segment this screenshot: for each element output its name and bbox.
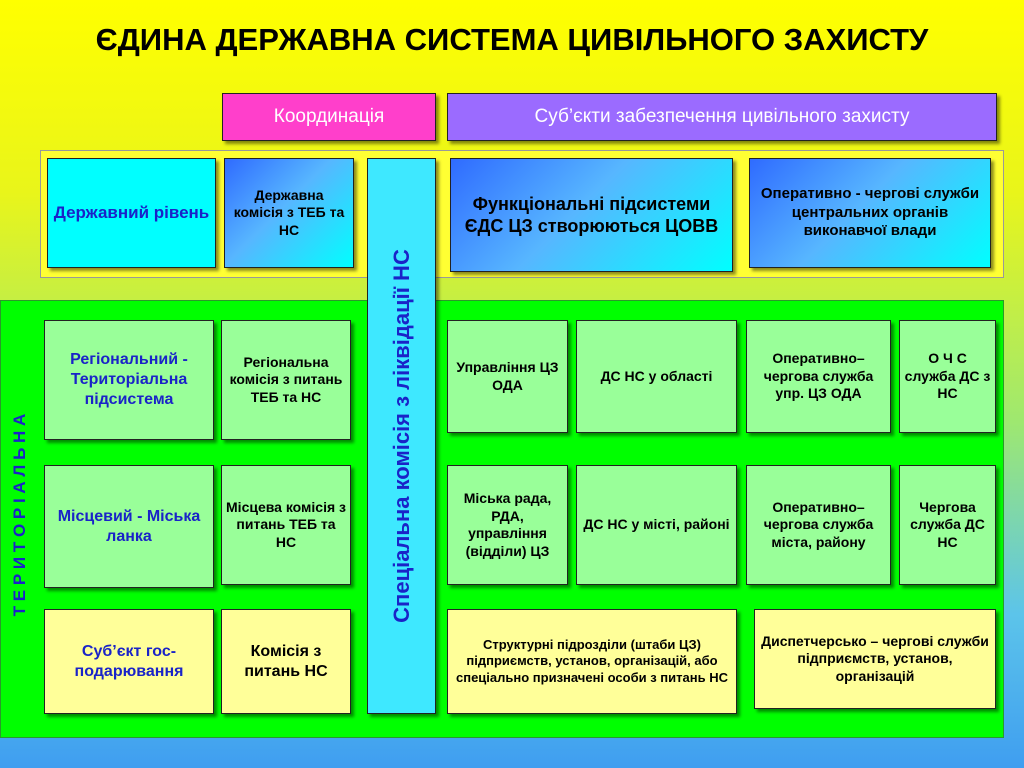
city-council-box: Міська рада, РДА, управління (відділи) Ц… <box>447 465 568 585</box>
regional-ds-box: ДС НС у області <box>576 320 737 433</box>
subjects-header: Суб’єкти забезпечення цивільного захисту <box>447 93 997 141</box>
regional-duty-box: Оперативно– чергова служба упр. ЦЗ ОДА <box>746 320 891 433</box>
functional-subsystems-box: Функціональні підсистеми ЄДС ЦЗ створюют… <box>450 158 733 272</box>
special-commission-text: Спеціальна комісія з ліквідації НС <box>388 249 414 623</box>
regional-ochs-box: О Ч С служба ДС з НС <box>899 320 996 433</box>
city-duty-box: Оперативно– чергова служба міста, району <box>746 465 891 585</box>
territorial-side-text: Т Е Р И Т О Р І А Л Ь Н А <box>10 413 29 617</box>
city-service-box: Чергова служба ДС НС <box>899 465 996 585</box>
structural-units-box: Структурні підрозділи (штаби ЦЗ) підприє… <box>447 609 737 714</box>
city-ds-box: ДС НС у місті, районі <box>576 465 737 585</box>
coordination-header: Координація <box>222 93 436 141</box>
territorial-side-label: Т Е Р И Т О Р І А Л Ь Н А <box>2 340 38 690</box>
state-commission-box: Державна комісія з ТЕБ та НС <box>224 158 354 268</box>
page-title: ЄДИНА ДЕРЖАВНА СИСТЕМА ЦИВІЛЬНОГО ЗАХИСТ… <box>95 22 929 57</box>
dispatch-services-box: Диспетчерсько – чергові служби підприємс… <box>754 609 996 709</box>
regional-level-box: Регіональний - Територіальна підсистема <box>44 320 214 440</box>
economic-commission-box: Комісія з питань НС <box>221 609 351 714</box>
regional-management-box: Управління ЦЗ ОДА <box>447 320 568 433</box>
special-commission-bar: Спеціальна комісія з ліквідації НС <box>367 158 436 714</box>
regional-commission-box: Регіональна комісія з питань ТЕБ та НС <box>221 320 351 440</box>
state-level-box: Державний рівень <box>47 158 216 268</box>
central-duty-services-box: Оперативно - чергові служби центральних … <box>749 158 991 268</box>
local-level-box: Місцевий - Міська ланка <box>44 465 214 588</box>
local-commission-box: Місцева комісія з питань ТЕБ та НС <box>221 465 351 585</box>
economic-entity-box: Суб’єкт гос-подарювання <box>44 609 214 714</box>
